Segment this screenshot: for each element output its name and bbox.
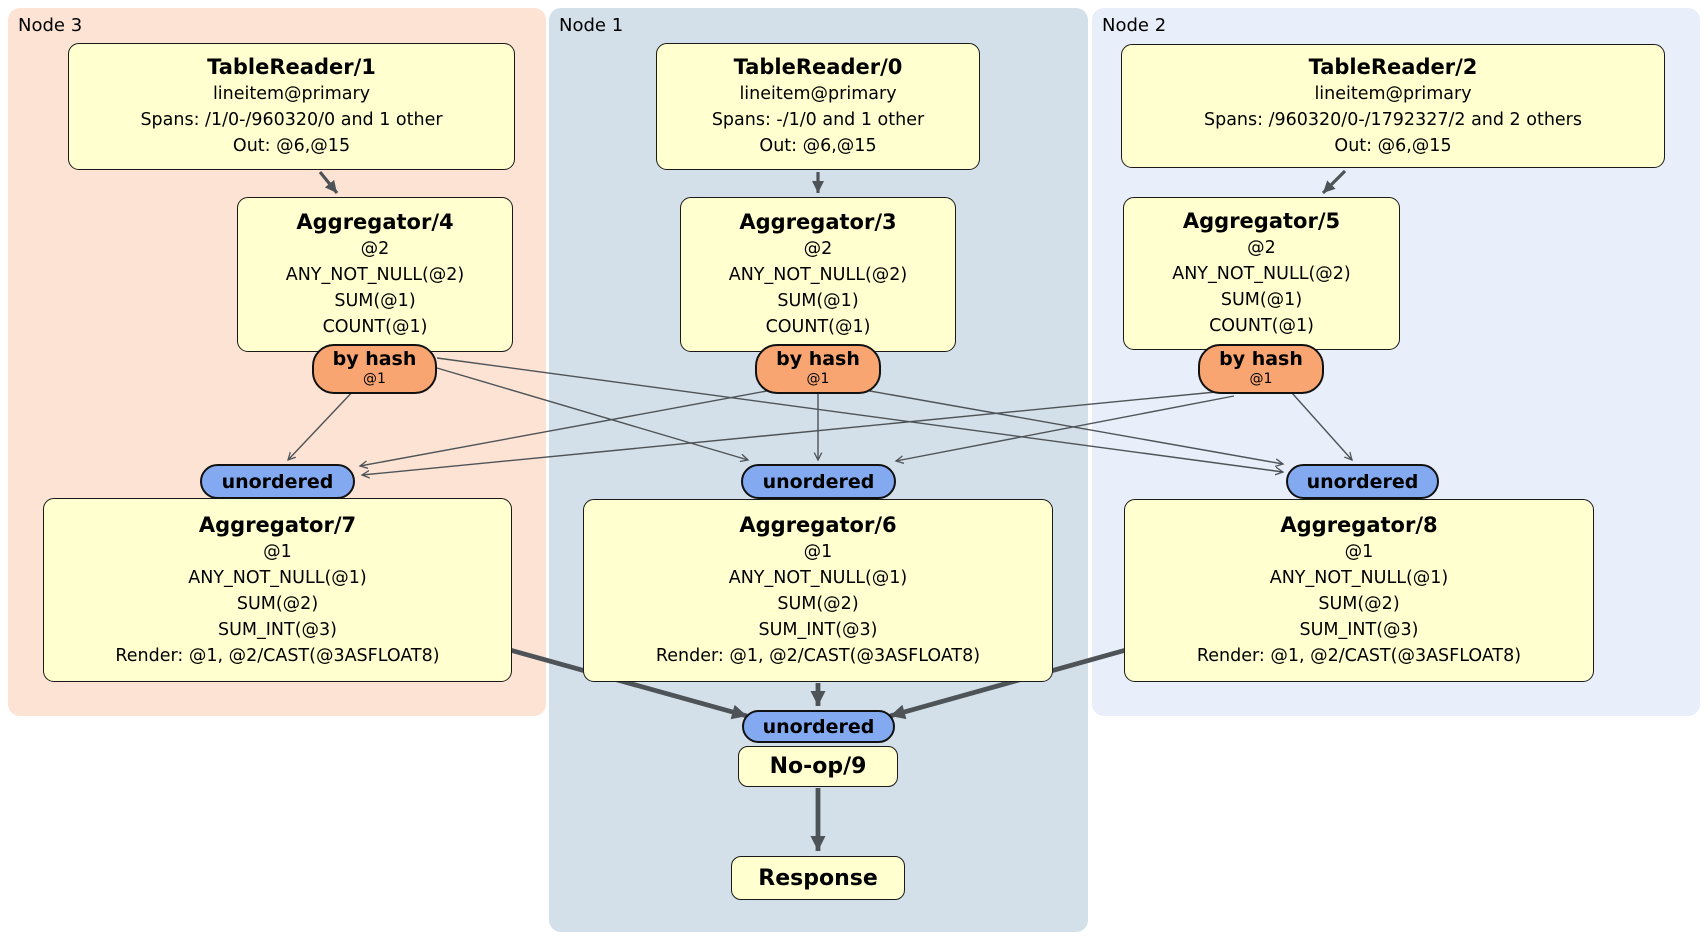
processor-detail: SUM_INT(@3): [758, 620, 878, 640]
region-label-node-1: Node 1: [559, 15, 624, 36]
edge-r5-to-s6: [896, 395, 1235, 461]
processor-detail: @2: [803, 239, 833, 259]
processor-tablereader-0: TableReader/0 lineitem@primary Spans: -/…: [656, 43, 980, 170]
sync-unordered-final: unordered: [742, 710, 895, 743]
processor-detail: COUNT(@1): [1209, 316, 1314, 336]
processor-title: Aggregator/6: [739, 513, 897, 537]
processor-detail: ANY_NOT_NULL(@2): [1172, 264, 1351, 284]
processor-detail: Spans: /1/0-/960320/0 and 1 other: [140, 110, 443, 130]
edge-r3-to-s8: [852, 387, 1283, 464]
sync-unordered-node2: unordered: [1286, 464, 1439, 499]
edge-r4-to-s7: [288, 386, 358, 460]
processor-detail: @1: [803, 542, 833, 562]
processor-title: Aggregator/7: [198, 512, 357, 537]
processor-title: Aggregator/3: [739, 210, 897, 234]
edge-agg7-to-s9: [509, 647, 748, 720]
processor-detail: @2: [1247, 238, 1276, 258]
sync-unordered-node1: unordered: [741, 464, 896, 499]
processor-detail: ANY_NOT_NULL(@2): [728, 265, 908, 285]
edge-r4-to-s8: [436, 357, 1283, 472]
processor-title: Aggregator/5: [1182, 209, 1341, 233]
edge-r5-to-s7: [362, 390, 1227, 475]
processor-detail: SUM(@2): [236, 593, 319, 614]
edge-agg8-to-s9: [889, 647, 1127, 720]
processor-detail: Render: @1, @2/CAST(@3ASFLOAT8): [1196, 646, 1522, 666]
processor-detail: Out: @6,@15: [759, 136, 877, 156]
edge-r3-to-s7: [360, 387, 784, 466]
processor-detail: COUNT(@1): [765, 317, 871, 337]
processor-detail: Out: @6,@15: [232, 136, 351, 156]
processor-title: Response: [758, 865, 878, 891]
response-node: Response: [731, 856, 905, 900]
processor-detail: @1: [1344, 542, 1374, 562]
processor-detail: SUM(@2): [1318, 594, 1400, 614]
processor-detail: SUM(@1): [334, 291, 416, 311]
processor-noop-9: No-op/9: [738, 746, 898, 787]
router-by-hash-node1: by hash @1: [755, 344, 881, 394]
processor-detail: @1: [263, 541, 292, 562]
processor-detail: SUM(@2): [777, 594, 859, 614]
processor-detail: Spans: -/1/0 and 1 other: [711, 110, 925, 130]
sync-label: unordered: [1306, 470, 1419, 493]
processor-detail: Render: @1, @2/CAST(@3ASFLOAT8): [115, 645, 440, 666]
processor-title: TableReader/1: [207, 55, 376, 79]
processor-detail: ANY_NOT_NULL(@2): [285, 265, 465, 285]
router-by-hash-node3: by hash @1: [312, 344, 437, 394]
processor-title: TableReader/2: [1308, 54, 1478, 79]
router-label: by hash: [332, 348, 417, 370]
processor-detail: Out: @6,@15: [1334, 135, 1452, 156]
processor-detail: ANY_NOT_NULL(@1): [1269, 568, 1449, 588]
processor-tablereader-1: TableReader/1 lineitem@primary Spans: /1…: [68, 43, 515, 170]
router-columns: @1: [1249, 371, 1273, 387]
router-by-hash-node2: by hash @1: [1198, 344, 1324, 394]
processor-aggregator-5: Aggregator/5 @2 ANY_NOT_NULL(@2) SUM(@1)…: [1123, 197, 1400, 350]
processor-aggregator-7: Aggregator/7 @1 ANY_NOT_NULL(@1) SUM(@2)…: [43, 498, 512, 682]
processor-detail: lineitem@primary: [1314, 83, 1472, 104]
router-columns: @1: [806, 371, 830, 387]
processor-detail: ANY_NOT_NULL(@1): [188, 567, 367, 588]
processor-title: Aggregator/8: [1280, 513, 1438, 537]
processor-detail: SUM_INT(@3): [218, 619, 337, 640]
processor-detail: lineitem@primary: [212, 84, 371, 104]
edge-r4-to-s6: [436, 367, 748, 460]
processor-tablereader-2: TableReader/2 lineitem@primary Spans: /9…: [1121, 44, 1665, 168]
router-columns: @1: [363, 371, 386, 387]
region-label-node-2: Node 2: [1102, 15, 1167, 36]
processor-detail: COUNT(@1): [322, 317, 428, 337]
processor-aggregator-8: Aggregator/8 @1 ANY_NOT_NULL(@1) SUM(@2)…: [1124, 499, 1594, 682]
processor-title: Aggregator/4: [296, 210, 454, 234]
processor-title: TableReader/0: [733, 55, 903, 79]
edge-tr2-to-agg5: [1321, 169, 1347, 195]
edge-tr1-to-agg4: [318, 170, 339, 195]
processor-aggregator-3: Aggregator/3 @2 ANY_NOT_NULL(@2) SUM(@1)…: [680, 197, 956, 352]
processor-detail: SUM_INT(@3): [1299, 620, 1419, 640]
processor-detail: ANY_NOT_NULL(@1): [728, 568, 908, 588]
sync-label: unordered: [221, 470, 334, 493]
sync-unordered-node3: unordered: [200, 464, 355, 499]
sync-label: unordered: [762, 470, 875, 493]
router-label: by hash: [776, 348, 860, 370]
edge-r5-to-s8: [1291, 392, 1352, 460]
processor-detail: Spans: /960320/0-/1792327/2 and 2 others: [1203, 109, 1582, 130]
processor-detail: @2: [360, 239, 390, 259]
processor-title: No-op/9: [769, 754, 867, 779]
processor-detail: lineitem@primary: [739, 84, 897, 104]
processor-detail: Render: @1, @2/CAST(@3ASFLOAT8): [655, 646, 981, 666]
processor-detail: SUM(@1): [1220, 290, 1303, 310]
sync-label: unordered: [762, 715, 875, 738]
router-label: by hash: [1219, 348, 1303, 370]
processor-detail: SUM(@1): [777, 291, 859, 311]
processor-aggregator-6: Aggregator/6 @1 ANY_NOT_NULL(@1) SUM(@2)…: [583, 499, 1053, 682]
region-label-node-3: Node 3: [18, 15, 83, 36]
processor-aggregator-4: Aggregator/4 @2 ANY_NOT_NULL(@2) SUM(@1)…: [237, 197, 513, 352]
